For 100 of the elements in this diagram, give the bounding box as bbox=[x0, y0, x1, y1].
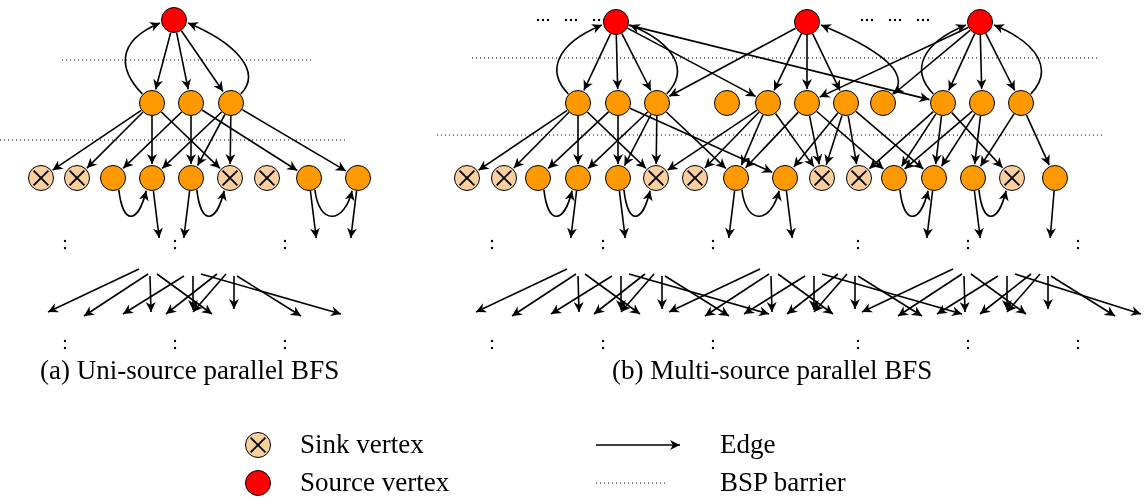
arrow bbox=[868, 110, 935, 170]
vertex bbox=[100, 165, 126, 191]
arrow bbox=[666, 109, 758, 171]
legend-label: BSP barrier bbox=[720, 469, 846, 496]
vertex bbox=[833, 90, 859, 116]
arrow bbox=[573, 115, 583, 165]
caption: (a) Uni-source parallel BFS bbox=[40, 357, 340, 384]
vertex bbox=[525, 165, 551, 191]
arrow bbox=[741, 188, 781, 218]
vertex bbox=[178, 165, 204, 191]
source-vertex bbox=[603, 9, 629, 35]
arrow bbox=[477, 109, 568, 171]
arrow bbox=[556, 24, 603, 95]
vertex bbox=[794, 90, 820, 116]
arrow bbox=[970, 115, 982, 165]
sink-vertex bbox=[28, 165, 54, 191]
vertex bbox=[930, 90, 956, 116]
arrow bbox=[612, 34, 623, 90]
arrow bbox=[567, 190, 578, 239]
arrow bbox=[665, 111, 727, 170]
arrow bbox=[513, 111, 570, 169]
vertex bbox=[178, 90, 204, 116]
arrow bbox=[978, 188, 1009, 218]
arrow bbox=[824, 114, 843, 166]
arrow bbox=[583, 33, 612, 92]
vertex bbox=[565, 165, 591, 191]
arrow bbox=[309, 190, 320, 239]
sink-vertex bbox=[999, 165, 1025, 191]
arrow bbox=[744, 111, 799, 169]
arrow bbox=[979, 113, 1015, 167]
arrow bbox=[773, 32, 803, 92]
arrow bbox=[314, 188, 354, 218]
arrow bbox=[626, 27, 757, 98]
arrow bbox=[623, 188, 653, 218]
vertex bbox=[139, 90, 165, 116]
arrow bbox=[976, 34, 987, 90]
vertex bbox=[345, 165, 371, 191]
arrow bbox=[627, 24, 931, 103]
vertex bbox=[881, 165, 907, 191]
arrow bbox=[86, 111, 144, 169]
arrow bbox=[668, 27, 797, 98]
arrow bbox=[1025, 114, 1050, 166]
sink-vertex bbox=[643, 165, 669, 191]
arrow bbox=[152, 190, 163, 239]
arrow bbox=[629, 107, 773, 174]
arrow bbox=[820, 24, 900, 95]
vertex bbox=[644, 90, 670, 116]
arrow bbox=[899, 188, 931, 218]
arrow bbox=[774, 112, 815, 168]
arrow bbox=[175, 31, 192, 91]
arrow bbox=[923, 190, 934, 239]
arrow bbox=[785, 190, 796, 239]
vertex bbox=[969, 90, 995, 116]
arrow bbox=[1046, 190, 1056, 239]
caption: (b) Multi-source parallel BFS bbox=[612, 357, 933, 384]
vertex bbox=[605, 165, 631, 191]
arrow bbox=[816, 110, 885, 170]
legend-label: Source vertex bbox=[300, 469, 450, 496]
arrow bbox=[725, 190, 736, 239]
source-vertex bbox=[794, 9, 820, 35]
vertex bbox=[296, 165, 322, 191]
arrow bbox=[948, 33, 976, 92]
vertex bbox=[723, 165, 749, 191]
sink-vertex bbox=[217, 165, 243, 191]
arrow bbox=[225, 115, 236, 165]
arrow bbox=[993, 24, 1043, 95]
arrow bbox=[623, 113, 652, 167]
arrow bbox=[903, 110, 973, 170]
arrow bbox=[180, 29, 224, 93]
vertex bbox=[772, 165, 798, 191]
arrow bbox=[196, 113, 226, 167]
vertex bbox=[1042, 165, 1068, 191]
vertex bbox=[921, 165, 947, 191]
sink-vertex bbox=[64, 165, 90, 191]
arrow bbox=[186, 115, 196, 165]
vertex bbox=[218, 90, 244, 116]
arrow bbox=[201, 109, 298, 172]
arrow bbox=[811, 32, 841, 92]
arrow bbox=[847, 115, 860, 165]
vertex bbox=[1008, 90, 1034, 116]
arrow bbox=[892, 29, 971, 95]
legend-label: Sink vertex bbox=[300, 431, 424, 458]
vertex bbox=[755, 90, 781, 116]
sink-vertex bbox=[491, 165, 517, 191]
arrow bbox=[153, 31, 172, 91]
arrow bbox=[951, 111, 1004, 169]
arrow bbox=[122, 111, 183, 170]
arrow bbox=[187, 22, 250, 95]
arrow bbox=[543, 188, 575, 218]
arrow bbox=[973, 190, 984, 239]
arrow bbox=[931, 115, 943, 165]
sink-vertex bbox=[254, 165, 280, 191]
vertex bbox=[605, 90, 631, 116]
sink-vertex bbox=[454, 165, 480, 191]
arrow bbox=[651, 115, 662, 165]
arrow bbox=[118, 188, 149, 218]
arrow bbox=[855, 110, 925, 170]
vertex bbox=[139, 165, 165, 191]
sink-vertex bbox=[809, 165, 835, 191]
arrow bbox=[196, 188, 227, 218]
